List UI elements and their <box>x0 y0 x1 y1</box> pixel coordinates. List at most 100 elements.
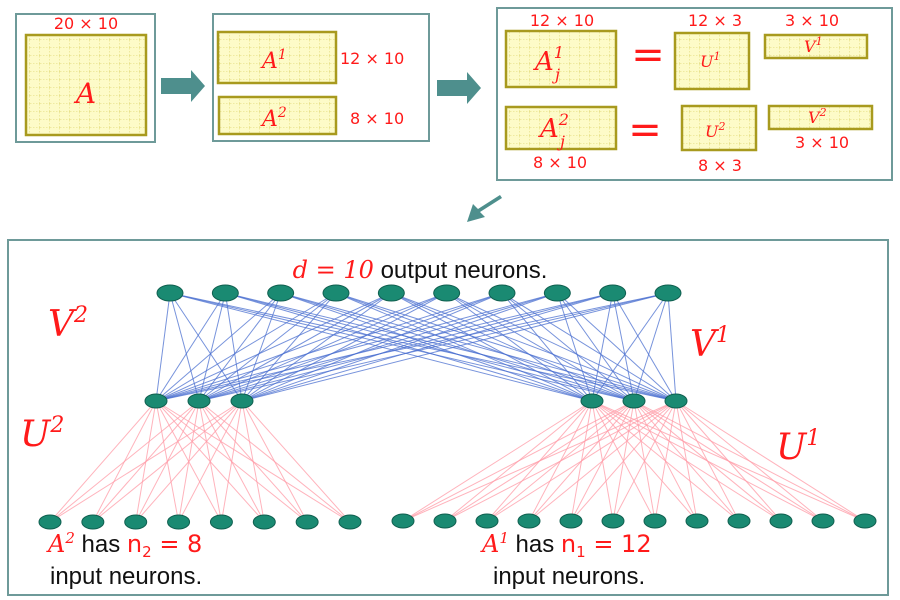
matrix-v2 <box>767 104 874 131</box>
matrix-a2-label: A2 <box>260 105 287 132</box>
v1-edge <box>446 292 677 402</box>
v1-edge <box>612 292 635 402</box>
output-neuron <box>322 284 350 302</box>
matrix-a-dim: 20 × 10 <box>54 14 118 33</box>
left-input-caption-line2: input neurons. <box>50 563 202 590</box>
v1-edge <box>667 292 677 402</box>
matrix-a1 <box>216 30 338 85</box>
v2-edge <box>198 292 503 402</box>
input-neuron-left <box>38 514 62 530</box>
v1-edge <box>335 292 677 402</box>
v1-edge <box>391 292 677 402</box>
v2-edge <box>241 292 558 402</box>
u2-edge <box>49 400 200 523</box>
u1-edge <box>612 400 677 522</box>
input-neuron-right <box>769 513 793 529</box>
v2-edge <box>155 292 226 402</box>
output-neuron <box>267 284 295 302</box>
u1-edge <box>486 400 677 522</box>
matrix-u2 <box>680 104 758 152</box>
v2-edge <box>155 292 558 402</box>
u1-dim: 12 × 3 <box>688 11 742 30</box>
equals-sign: = <box>631 32 665 78</box>
input-neuron-right <box>517 513 541 529</box>
network-edges <box>49 292 866 523</box>
input-neuron-right <box>685 513 709 529</box>
v1-edge <box>391 292 593 402</box>
input-neuron-right <box>853 513 877 529</box>
v1-edge <box>556 292 677 402</box>
u2-edge <box>241 400 265 523</box>
v1-edge <box>501 292 593 402</box>
output-neurons-label: d = 10 output neurons. <box>293 256 548 284</box>
output-neuron <box>654 284 682 302</box>
v2-edge <box>241 292 669 402</box>
u1-edge <box>528 400 677 522</box>
v2-edge <box>155 292 392 402</box>
v1-edge <box>591 292 614 402</box>
v1-edge <box>501 292 677 402</box>
v2-edge <box>241 292 613 402</box>
v1-dim: 3 × 10 <box>785 11 839 30</box>
hidden-neuron-right <box>664 393 688 409</box>
output-neuron <box>211 284 239 302</box>
v2-weight-label: V2 <box>48 303 88 345</box>
v2-edge <box>155 292 503 402</box>
u2-edge <box>49 400 243 523</box>
input-neuron-left <box>167 514 191 530</box>
u1-edge <box>402 400 635 522</box>
output-neuron <box>488 284 516 302</box>
v2-edge <box>198 292 613 402</box>
v1-edge <box>391 292 635 402</box>
v1-edge <box>335 292 593 402</box>
input-neuron-right <box>559 513 583 529</box>
u2-edge <box>241 400 351 523</box>
matrix-a2j <box>504 105 618 151</box>
v1-edge <box>169 292 677 402</box>
v1-weight-label: V1 <box>690 323 730 365</box>
v1-edge <box>556 292 593 402</box>
network-neurons <box>38 284 877 530</box>
arrow-right-icon <box>437 72 481 104</box>
u1-edge <box>675 400 740 522</box>
right-input-caption-line2: input neurons. <box>493 563 645 590</box>
hidden-neuron-left <box>144 393 168 409</box>
input-neuron-left <box>252 514 276 530</box>
v1-edge <box>280 292 677 402</box>
equals-sign: = <box>628 107 662 153</box>
u2-edge <box>92 400 243 523</box>
v1-edge <box>446 292 635 402</box>
matrix-u1 <box>673 31 751 91</box>
matrix-a1-dim: 12 × 10 <box>340 49 404 68</box>
input-neuron-left <box>338 514 362 530</box>
matrix-a-label: A <box>73 77 96 110</box>
input-neuron-left <box>81 514 105 530</box>
right-input-caption: A1 has n1 = 12 <box>480 529 652 561</box>
v1-edge <box>556 292 635 402</box>
matrix-a2 <box>217 95 338 136</box>
u1-edge <box>654 400 677 522</box>
v1-edge <box>501 292 635 402</box>
v2-edge <box>198 292 669 402</box>
arrow-down-left-icon <box>467 195 502 222</box>
hidden-neuron-left <box>187 393 211 409</box>
v2-edge <box>155 292 281 402</box>
u2-edge <box>178 400 243 523</box>
u2-edge <box>241 400 308 523</box>
v1-edge <box>280 292 593 402</box>
input-neuron-right <box>643 513 667 529</box>
v2-edge <box>155 292 669 402</box>
output-neuron <box>599 284 627 302</box>
u2-edge <box>135 400 243 523</box>
u1-edge <box>402 400 677 522</box>
hidden-neuron-left <box>230 393 254 409</box>
v1-edge <box>612 292 677 402</box>
matrix-a <box>24 33 148 137</box>
hidden-neuron-right <box>580 393 604 409</box>
u2-weight-label: U2 <box>20 413 64 455</box>
input-neuron-left <box>295 514 319 530</box>
u1-edge <box>675 400 782 522</box>
